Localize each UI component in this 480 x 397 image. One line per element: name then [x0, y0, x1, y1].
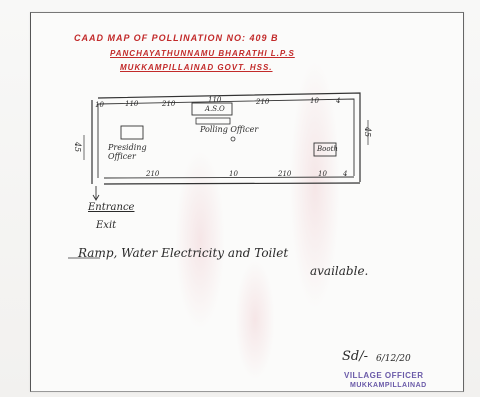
stamp-line-1: VILLAGE OFFICER [344, 371, 424, 380]
exit-label: Exit [96, 220, 117, 231]
signature-date: 6/12/20 [376, 354, 411, 364]
plan-marker-circle [230, 136, 236, 142]
dim-bottom-label: 210 [278, 170, 292, 178]
plan-outer-wall [103, 182, 361, 185]
header-location: MUKKAMPILLAINAD GOVT. HSS. [120, 63, 273, 72]
dim-right-label: 45 [363, 126, 373, 138]
paper-stain [235, 260, 275, 380]
facilities-note-continued: available. [310, 264, 369, 278]
header-title: CAAD MAP OF POLLINATION NO: 409 B [74, 33, 279, 43]
room-label-booth: Booth [317, 145, 338, 153]
paper-sheet [30, 12, 464, 392]
room-label-polling: Polling Officer [200, 125, 259, 134]
dim-top-label: 110 [125, 100, 139, 108]
dim-left-label: 45 [73, 141, 83, 153]
plan-top-box [191, 102, 233, 116]
entrance-arrowhead [92, 194, 100, 201]
facilities-note: Ramp, Water Electricity and Toilet [78, 246, 289, 260]
dim-bottom-label: 210 [146, 170, 160, 178]
dim-top-label: 4 [336, 97, 341, 105]
plan-inner-wall [97, 98, 355, 176]
stamp-line-2: MUKKAMPILLAINAD [350, 382, 427, 389]
dim-top-label: 210 [162, 100, 176, 108]
plan-outer-wall [97, 92, 361, 182]
header-school: PANCHAYATHUNNAMU BHARATHI L.P.S [110, 49, 295, 58]
paper-stain [290, 60, 340, 310]
top-box-label: A.S.O [205, 105, 225, 113]
plan-center-desk [195, 117, 231, 125]
room-label-presiding: Presiding Officer [108, 143, 147, 161]
plan-inner-wall [103, 176, 355, 179]
entrance-label: Entrance [88, 202, 135, 213]
dim-bottom-label: 10 [318, 170, 327, 178]
paper-stain [175, 150, 225, 330]
dim-top-label: 10 [95, 101, 104, 109]
plan-booth-box [313, 142, 337, 157]
dim-top-label: 10 [310, 97, 319, 105]
dim-top-label: 110 [208, 96, 222, 104]
plan-left-box [120, 125, 144, 140]
signature-initials: Sd/- [342, 349, 368, 364]
dim-top-label: 210 [256, 98, 270, 106]
dim-bottom-label: 10 [229, 170, 238, 178]
dim-bottom-label: 4 [343, 170, 348, 178]
